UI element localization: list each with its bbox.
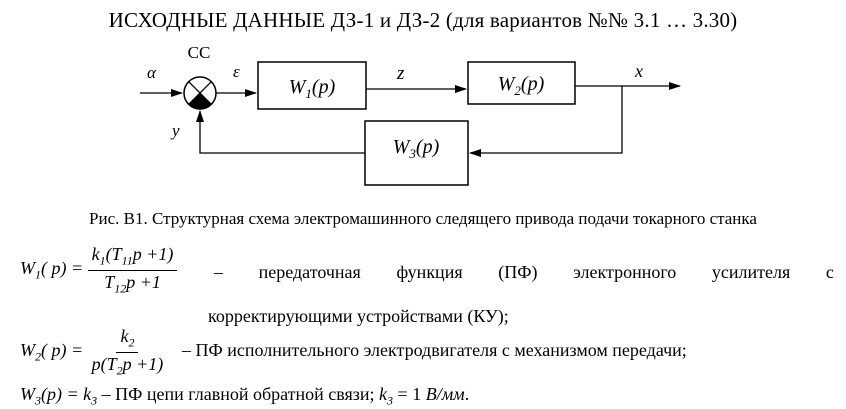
- error-label: ε: [233, 62, 240, 81]
- formula-w2: W2( p) = k2 p(T2p +1): [20, 326, 167, 378]
- block-w1: [257, 61, 367, 110]
- figure-caption: Рис. В1. Структурная схема электромашинн…: [89, 209, 757, 228]
- w1-description: – передаточная функция (ПФ) электронного…: [214, 262, 834, 282]
- formula-w3: W3(p) = k3 – ПФ цепи главной обратной св…: [20, 384, 470, 408]
- block-diagram: W1(p) W2(p) W3(p) СС α ε y z x: [140, 43, 681, 186]
- input-label: α: [147, 63, 157, 82]
- feedback-line-return: [196, 110, 365, 154]
- w2-description: – ПФ исполнительного электродвигателя с …: [182, 340, 687, 360]
- comparator-summing-junction: [183, 76, 217, 110]
- w2-fraction: k2 p(T2p +1): [91, 326, 164, 378]
- feedback-label: y: [170, 121, 180, 140]
- w1-fraction: k1(T11p +1) T12p +1: [87, 244, 178, 296]
- z-signal-label: z: [396, 63, 405, 84]
- block-w3-label: W3(p): [393, 136, 440, 161]
- formula-w1: W1( p) = k1(T11p +1) T12p +1: [20, 244, 178, 296]
- block-w2: [467, 61, 576, 105]
- comparator-label: СС: [188, 43, 211, 62]
- block-w2-label: W2(p): [498, 73, 545, 98]
- block-w1-label: W1(p): [289, 76, 336, 101]
- w1-description-line2: корректирующими устройствами (КУ);: [208, 306, 509, 326]
- feedback-line-down: [469, 86, 623, 157]
- output-label: x: [634, 61, 643, 81]
- page-title: ИСХОДНЫЕ ДАННЫЕ ДЗ-1 и ДЗ-2 (для вариант…: [108, 8, 738, 32]
